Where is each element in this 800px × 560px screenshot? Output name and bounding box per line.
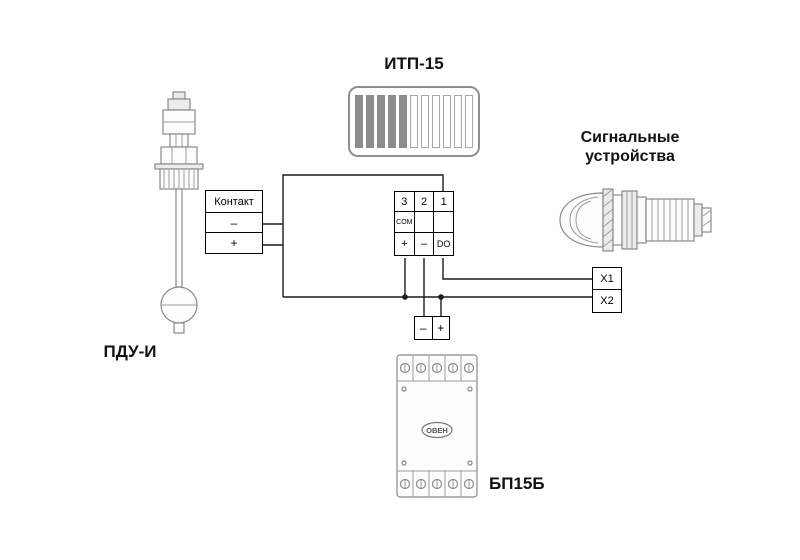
display-segment-filled (388, 95, 396, 148)
label-bp15b: БП15Б (489, 474, 545, 493)
oven-logo-oval (421, 421, 453, 439)
itp-label-com: COM (395, 212, 415, 232)
itp-terminal-block: 3 2 1 COM + – DO (394, 191, 454, 256)
lamp-barrel (636, 196, 647, 244)
sensor-rod (175, 188, 183, 288)
signal-terminal-block: X1 X2 (592, 267, 622, 313)
sensor-end-stop (173, 322, 185, 334)
sensor-flange (154, 163, 204, 170)
level-sensor-drawing (154, 91, 204, 334)
psu-terminal-plus: + (437, 321, 445, 335)
display-segment-filled (366, 95, 374, 148)
itp-terminal-1: 1 (440, 195, 447, 208)
power-supply-drawing: ОВЕН (396, 354, 478, 498)
itp-terminal-2: 2 (415, 192, 435, 211)
itp-label-minus: – (415, 233, 435, 255)
itp-label-plus: + (395, 233, 415, 255)
display-segment-filled (377, 95, 385, 148)
junction-dot (402, 294, 408, 300)
itp15-display-segments (355, 95, 473, 148)
label-pdu: ПДУ-И (103, 342, 157, 361)
itp-cell-empty (415, 212, 435, 232)
sensor-contact-block: Контакт – + (205, 190, 263, 254)
wire-do-to-x1 (442, 258, 592, 280)
wire-sensor-to-itp (282, 174, 444, 297)
lamp-dome (559, 192, 604, 248)
lamp-nut (621, 190, 638, 250)
itp-label-do: DO (436, 239, 451, 249)
terminal-x1: X1 (600, 272, 614, 285)
display-segment-empty (443, 95, 451, 148)
signal-lamp-drawing (559, 188, 712, 252)
label-signal-devices: Сигнальные устройства (580, 129, 680, 166)
lamp-ring (612, 194, 623, 246)
display-segment-filled (355, 95, 363, 148)
itp-terminal-3: 3 (395, 192, 415, 211)
sensor-contact-plus: + (230, 236, 238, 250)
psu-body (396, 354, 478, 498)
lamp-step (693, 203, 703, 237)
psu-terminal-block: – + (414, 316, 450, 340)
sensor-contact-minus: – (230, 215, 238, 230)
sensor-hex-nut (160, 146, 198, 165)
sensor-top-cap (172, 91, 186, 100)
display-segment-empty (432, 95, 440, 148)
display-segment-empty (421, 95, 429, 148)
display-segment-empty (410, 95, 418, 148)
terminal-x2: X2 (600, 295, 614, 307)
sensor-neck (169, 133, 189, 148)
display-segment-empty (454, 95, 462, 148)
display-segment-filled (399, 95, 407, 148)
junction-dot (438, 294, 444, 300)
display-segment-empty (465, 95, 473, 148)
sensor-gland (167, 98, 191, 111)
itp-cell-empty (434, 212, 453, 232)
psu-logo: ОВЕН (426, 426, 448, 435)
label-itp15: ИТП-15 (384, 54, 444, 73)
itp15-display-device (348, 86, 480, 157)
sensor-contact-header: Контакт (214, 195, 254, 208)
wires (263, 174, 592, 316)
psu-terminal-minus: – (415, 317, 433, 339)
